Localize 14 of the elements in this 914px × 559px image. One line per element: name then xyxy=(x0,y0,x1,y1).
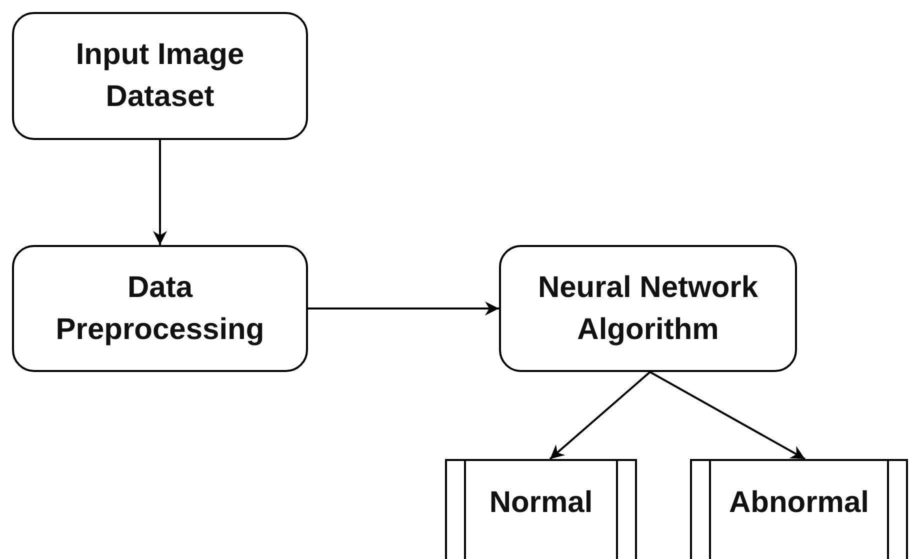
node-label: Input Image Dataset xyxy=(74,37,246,115)
arrow xyxy=(308,302,499,316)
subprocess-box xyxy=(445,459,637,559)
node-label: Abnormal xyxy=(728,485,869,521)
node-label: Neural Network Algorithm xyxy=(536,270,760,348)
arrow xyxy=(549,371,651,460)
process-box xyxy=(12,245,308,372)
arrow xyxy=(153,140,167,245)
node-label: Normal xyxy=(489,485,593,521)
arrow xyxy=(650,371,806,460)
process-box xyxy=(12,12,308,140)
process-box xyxy=(499,245,797,372)
subprocess-box xyxy=(690,459,908,559)
node-label: Data Preprocessing xyxy=(54,270,266,348)
